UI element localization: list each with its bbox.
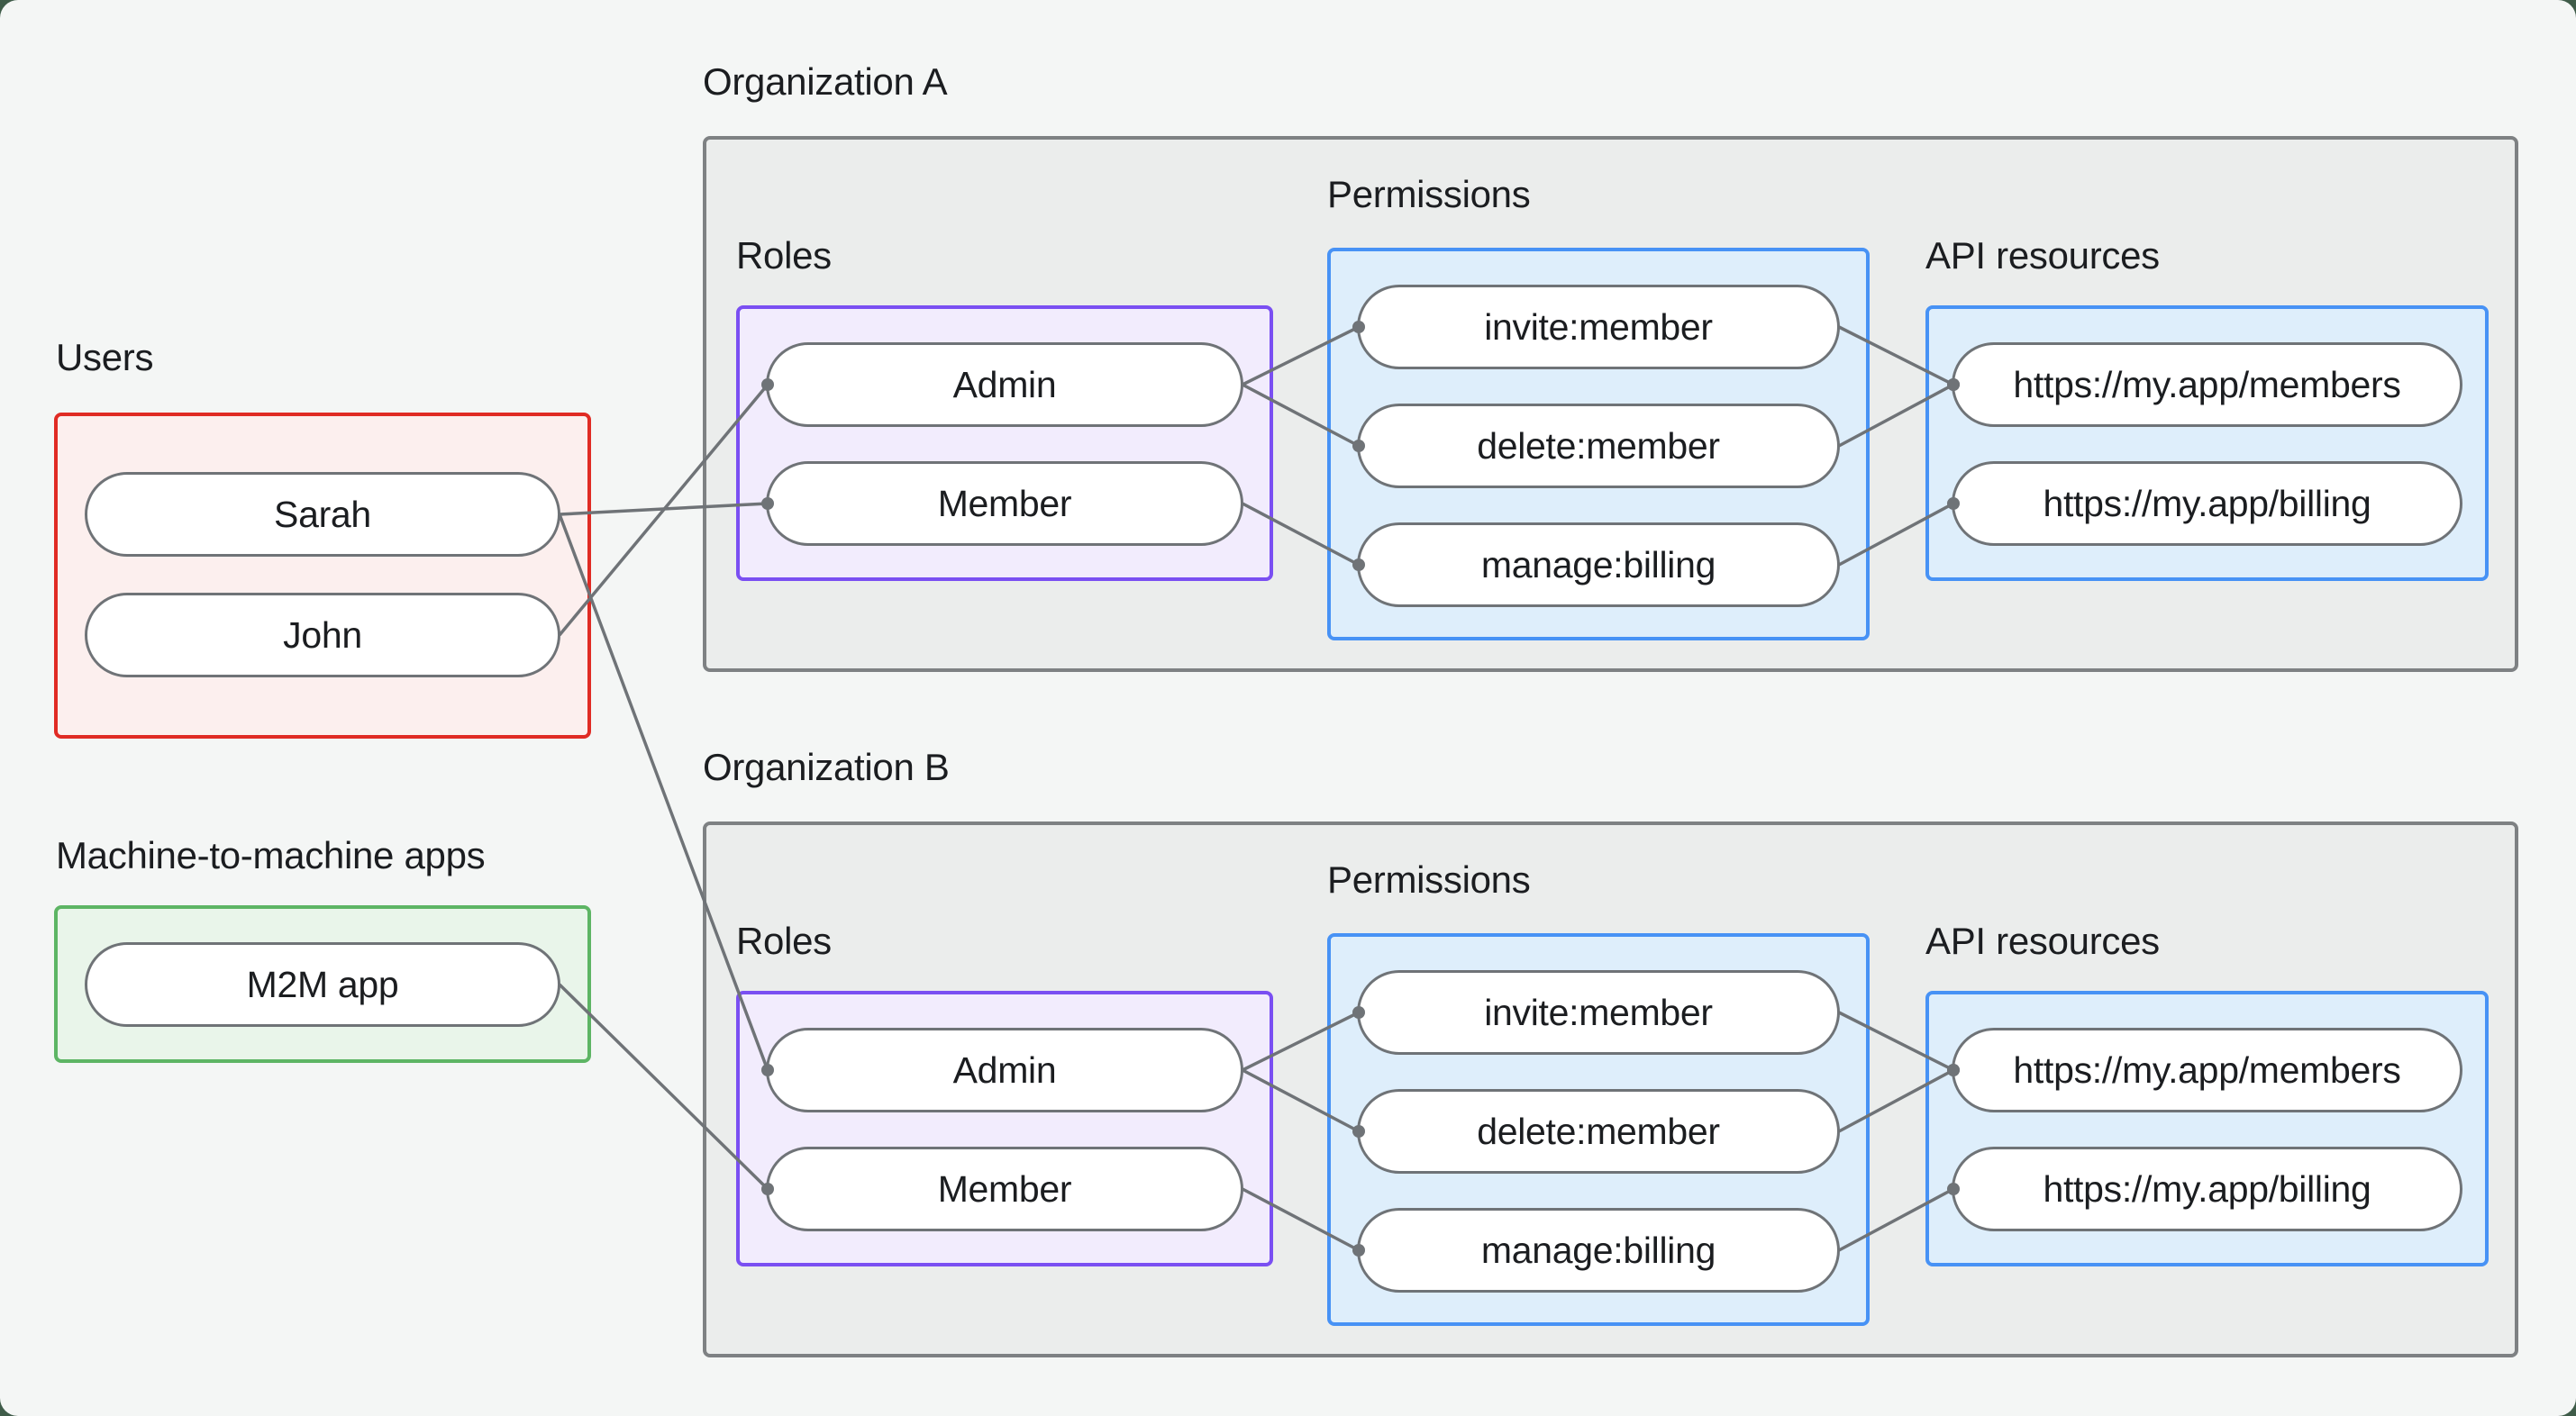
api-node-members-url: https://my.app/members (1952, 342, 2462, 427)
role-node-admin: Admin (766, 1028, 1243, 1112)
user-node-john: John (85, 593, 560, 677)
org-b-permissions-label: Permissions (1327, 858, 1531, 901)
org-b-api-resources-box: https://my.app/members https://my.app/bi… (1925, 991, 2489, 1266)
user-node-sarah: Sarah (85, 472, 560, 557)
org-a-roles-box: Admin Member (736, 305, 1273, 581)
organization-a: Organization A Roles Admin Member Permis… (703, 60, 2518, 672)
org-b-api-resources-label: API resources (1925, 920, 2160, 962)
m2m-group-box: M2M app (54, 905, 591, 1063)
api-node-members-url: https://my.app/members (1952, 1028, 2462, 1112)
permission-node-manage-billing: manage:billing (1357, 1208, 1840, 1293)
m2m-app-node: M2M app (85, 942, 560, 1027)
org-b-roles-label: Roles (736, 920, 832, 962)
org-a-permissions-label: Permissions (1327, 173, 1531, 215)
org-a-roles-label: Roles (736, 234, 832, 277)
users-group-box: Sarah John (54, 413, 591, 739)
org-a-api-resources-label: API resources (1925, 234, 2160, 277)
org-b-permissions-box: invite:member delete:member manage:billi… (1327, 933, 1870, 1326)
organization-b: Organization B Roles Admin Member Permis… (703, 746, 2518, 1357)
api-node-billing-url: https://my.app/billing (1952, 461, 2462, 546)
org-a-api-resources-box: https://my.app/members https://my.app/bi… (1925, 305, 2489, 581)
org-b-roles-box: Admin Member (736, 991, 1273, 1266)
org-a-permissions-box: invite:member delete:member manage:billi… (1327, 248, 1870, 640)
api-node-billing-url: https://my.app/billing (1952, 1147, 2462, 1231)
permission-node-invite-member: invite:member (1357, 970, 1840, 1055)
role-node-member: Member (766, 461, 1243, 546)
permission-node-delete-member: delete:member (1357, 1089, 1840, 1174)
organization-b-label: Organization B (703, 746, 950, 788)
organization-a-label: Organization A (703, 60, 948, 103)
permission-node-invite-member: invite:member (1357, 285, 1840, 369)
m2m-group-label: Machine-to-machine apps (56, 834, 486, 876)
role-node-admin: Admin (766, 342, 1243, 427)
permission-node-manage-billing: manage:billing (1357, 522, 1840, 607)
role-node-member: Member (766, 1147, 1243, 1231)
users-group-label: Users (56, 336, 154, 378)
permission-node-delete-member: delete:member (1357, 404, 1840, 488)
